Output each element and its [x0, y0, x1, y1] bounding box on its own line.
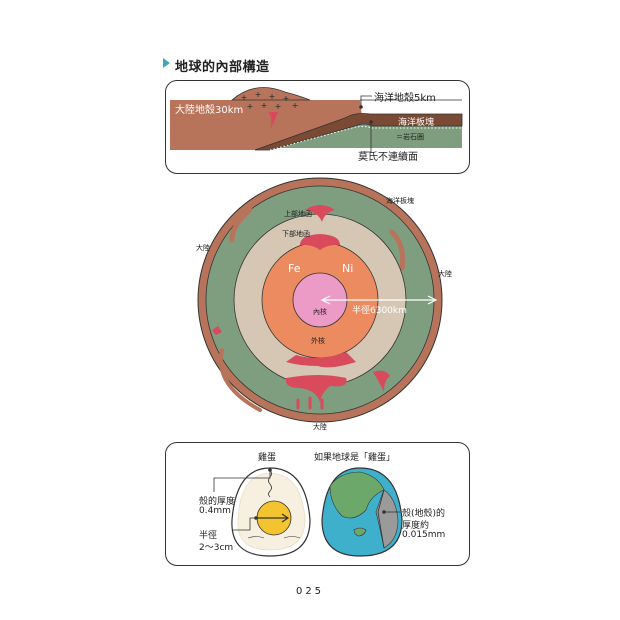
- crust-cross-marks: [241, 92, 298, 109]
- inner-core-label: 內核: [313, 308, 327, 316]
- moho-line: [269, 126, 462, 151]
- egg-compare-panel: [165, 442, 470, 566]
- lithosphere-label: ＝岩石圈: [396, 133, 424, 141]
- outer-core-label: 外核: [311, 337, 325, 345]
- shell-thickness-label: 殼的厚度: [199, 497, 236, 507]
- egg-radius-value: 2〜3cm: [199, 543, 234, 553]
- plume-upper: [305, 205, 335, 222]
- moho-label: 莫氏不連續面: [358, 152, 418, 163]
- crust-thickness-value: 0.015mm: [402, 530, 446, 540]
- egg-title: 雞蛋: [258, 453, 277, 463]
- lower-mantle-label: 下部地函: [282, 230, 310, 238]
- oceanic-crust-label: 海洋地殼5km: [374, 93, 436, 104]
- crust-thickness-label-2: 厚度約: [402, 521, 430, 531]
- continent-right-label: 大陸: [438, 270, 452, 278]
- fe-label: Fe: [288, 262, 301, 275]
- upper-mantle-label: 上部地函: [284, 210, 312, 218]
- oceanic-plate-earth-label: 海洋板塊: [386, 197, 414, 205]
- earth-egg-title: 如果地球是「雞蛋」: [314, 453, 396, 463]
- continent-left-label: 大陸: [196, 244, 210, 252]
- crust-thickness-label-1: 殼(地殼)的: [402, 509, 446, 519]
- mountain-shape: [230, 87, 311, 101]
- title-bullet-icon: [163, 58, 170, 68]
- cross-section-panel: [165, 80, 470, 174]
- plume-bottom: [285, 375, 347, 402]
- ni-label: Ni: [342, 262, 354, 275]
- earth-land-1: [329, 471, 385, 519]
- continent-bottom-label: 大陸: [313, 423, 327, 431]
- page-title: 地球的內部構造: [175, 60, 270, 75]
- radius-label: 半徑6300km: [352, 306, 407, 316]
- plume-right: [373, 370, 390, 392]
- continental-crust-label: 大陸地殼30km: [175, 105, 244, 116]
- oceanic-plate-label: 海洋板塊: [398, 118, 435, 128]
- plume-lower: [286, 352, 356, 368]
- magma-intrusion: [268, 112, 278, 130]
- plume-top: [300, 234, 340, 250]
- shell-thickness-value: 0.4mm: [199, 506, 231, 516]
- continental-crust-shape: [170, 100, 362, 150]
- page-number: 025: [295, 586, 325, 597]
- egg-radius-label: 半徑: [199, 531, 218, 541]
